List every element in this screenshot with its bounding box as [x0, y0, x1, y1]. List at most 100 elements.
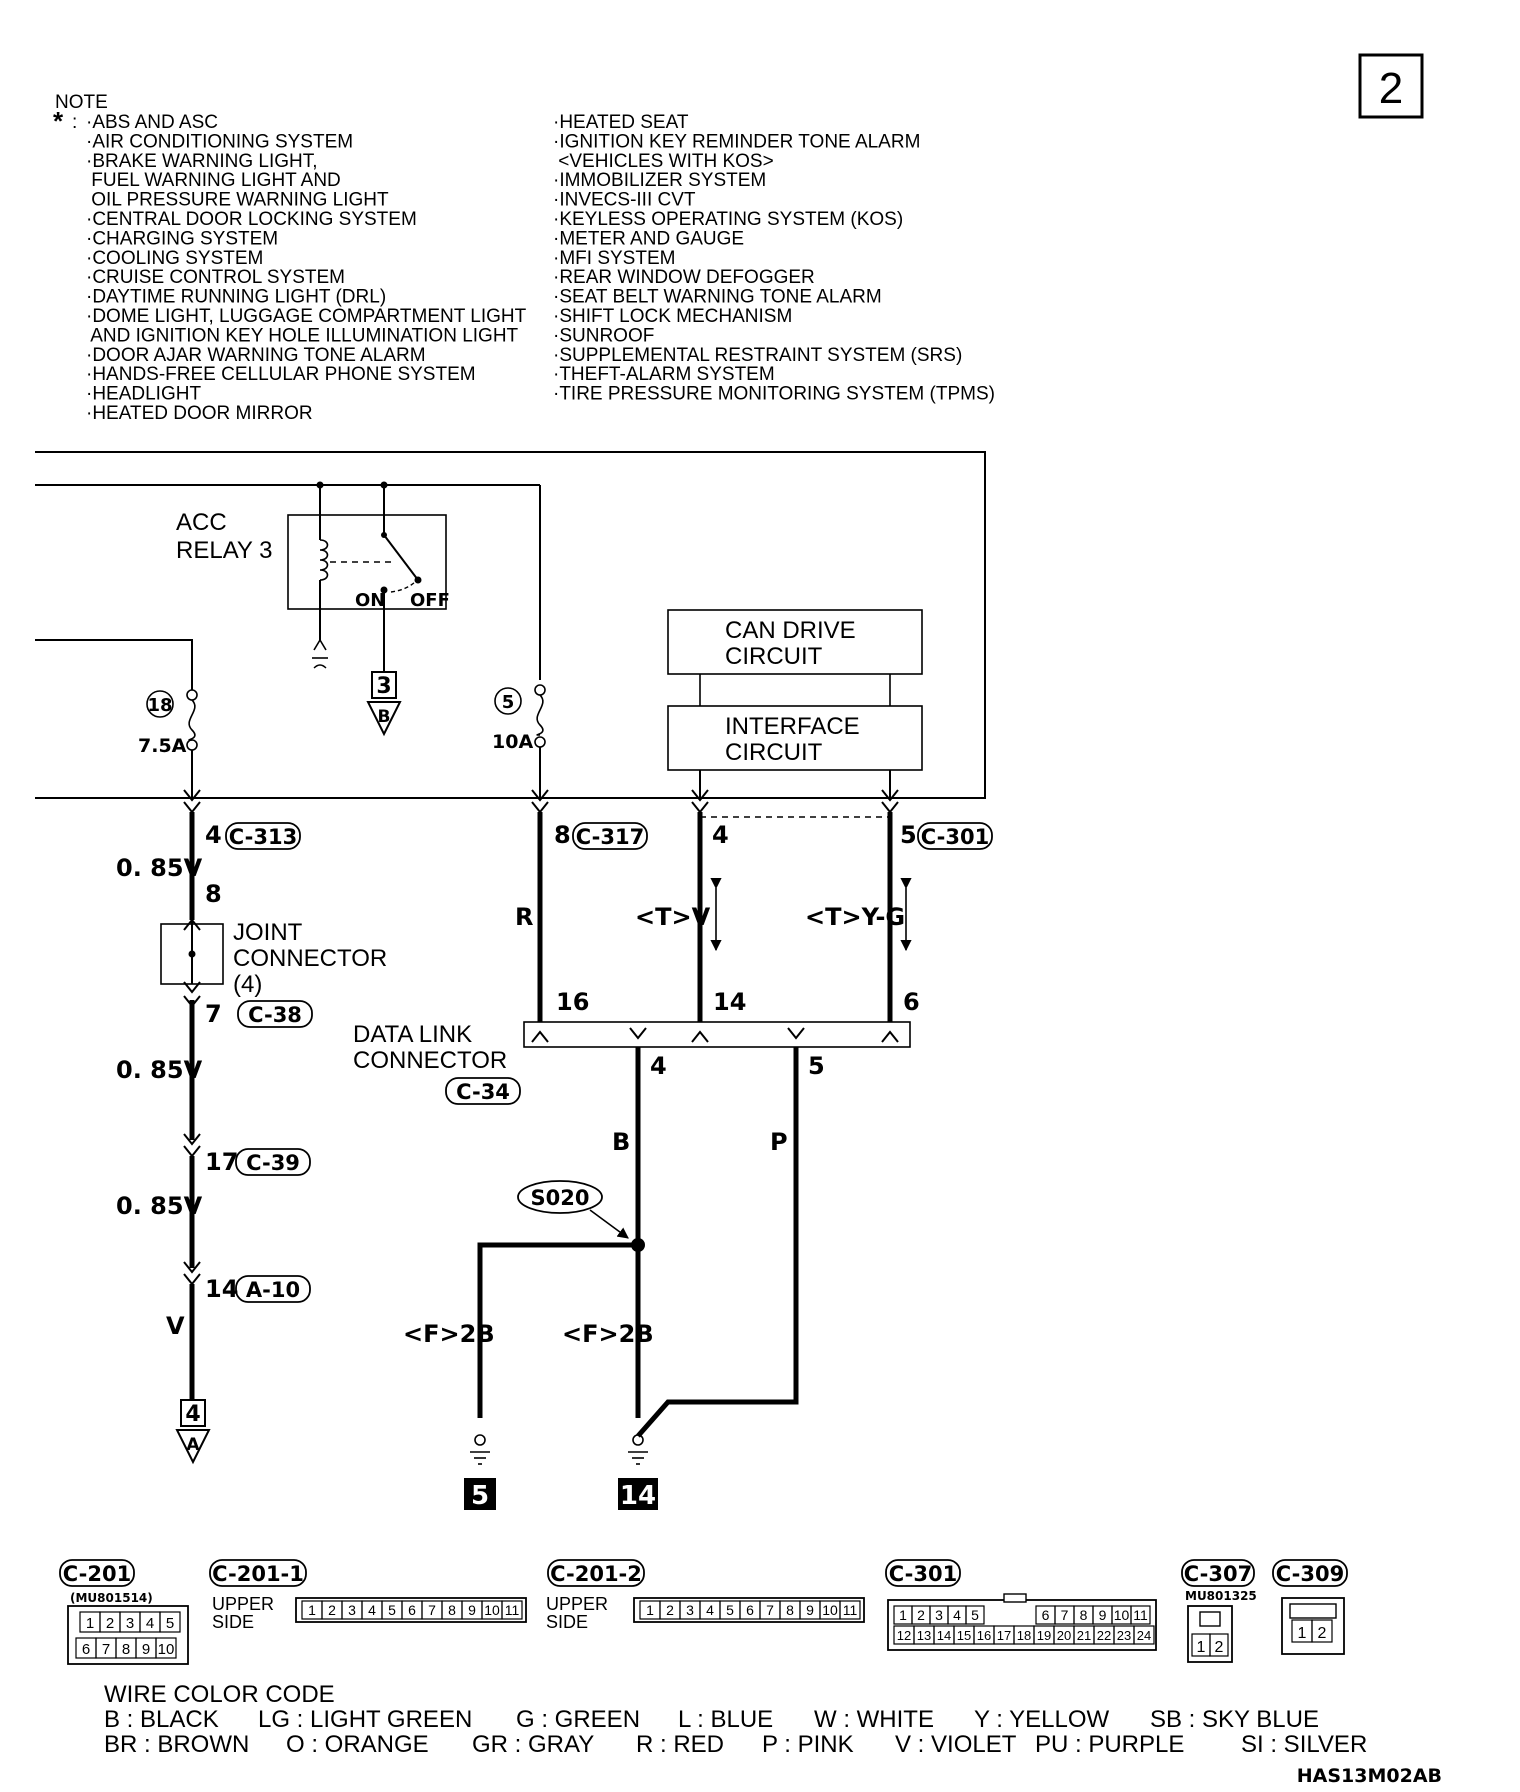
pin-number: 8	[1080, 1607, 1088, 1623]
note-item: ·CENTRAL DOOR LOCKING SYSTEM	[86, 209, 417, 230]
pin-number: 9	[142, 1641, 150, 1658]
pin-number: 5	[726, 1602, 734, 1618]
color-code-entry: Y : YELLOW	[974, 1706, 1110, 1733]
c201-1-side2: SIDE	[212, 1612, 254, 1632]
pin-number: 16	[977, 1628, 991, 1643]
pin-number: 13	[917, 1628, 931, 1643]
fuse-18: 18 7.5A	[138, 689, 198, 798]
pin-number: 24	[1137, 1628, 1151, 1643]
color-code-entry: G : GREEN	[516, 1706, 640, 1733]
pin-number: 1	[308, 1602, 316, 1618]
c301-pin4: 4	[712, 821, 729, 849]
interface-label-1: INTERFACE	[725, 713, 860, 740]
pin-number: 4	[706, 1602, 714, 1618]
note-item: ·BRAKE WARNING LIGHT,	[86, 151, 318, 172]
color-code-entry: LG : LIGHT GREEN	[258, 1706, 472, 1733]
dlc-label-2: CONNECTOR	[353, 1047, 507, 1074]
pin-number: 19	[1037, 1628, 1051, 1643]
relay-label-2: RELAY 3	[176, 537, 273, 564]
fuse-18-number: 18	[147, 695, 172, 716]
pin-number: 2	[328, 1602, 336, 1618]
note-item: AND IGNITION KEY HOLE ILLUMINATION LIGHT	[86, 325, 519, 346]
pin-number: 22	[1097, 1628, 1111, 1643]
page-number-box: 2	[1358, 53, 1424, 119]
fuse-18-rating: 7.5A	[138, 735, 187, 757]
note-item: ·DOOR AJAR WARNING TONE ALARM	[86, 345, 426, 366]
pin-number: 7	[102, 1641, 110, 1658]
note-item: ·ABS AND ASC	[86, 112, 218, 133]
relay-label-1: ACC	[176, 509, 227, 536]
pin-number: 1	[646, 1602, 654, 1618]
svg-text::: :	[72, 112, 77, 133]
pin-number: 17	[997, 1628, 1011, 1643]
wire-085v-2: 0. 85V	[116, 1056, 203, 1084]
pin-cell	[965, 1605, 985, 1625]
note-item: ·CHARGING SYSTEM	[86, 228, 278, 249]
note-item: ·COOLING SYSTEM	[86, 248, 263, 269]
note-item: ·INVECS-III CVT	[553, 190, 696, 211]
pin-number: 23	[1117, 1628, 1131, 1643]
pin-number: 15	[957, 1628, 971, 1643]
acc-relay-3: ACC RELAY 3 ON OFF 3 B	[176, 481, 450, 737]
dlc-pin6: 6	[903, 988, 920, 1016]
c307-label: C-307	[1184, 1562, 1252, 1586]
ref-a-letter: A	[186, 1435, 200, 1455]
can-drive-label-1: CAN DRIVE	[725, 617, 856, 644]
pin-number: 8	[448, 1602, 456, 1618]
pin-number: 9	[1099, 1607, 1107, 1623]
pin-number: 3	[126, 1615, 134, 1632]
color-code-entry: GR : GRAY	[472, 1731, 594, 1758]
note-title: NOTE	[55, 92, 108, 113]
pin-number: 7	[1061, 1607, 1069, 1623]
c39-label: C-39	[246, 1151, 300, 1175]
pin-number: 6	[1042, 1607, 1050, 1623]
pin-number: 8	[122, 1641, 130, 1658]
note-right-list: ·HEATED SEAT·IGNITION KEY REMINDER TONE …	[553, 112, 995, 405]
left-wire-column: 0. 85V 8 JOINT CONNECTOR (4) 7 C-38 0. 8…	[116, 812, 387, 1465]
relay-ref-letter: B	[378, 707, 391, 727]
ground-5: 5	[471, 1481, 489, 1511]
wire-tyg: <T>Y-G	[805, 903, 905, 931]
wire-tv: <T>V	[635, 903, 711, 931]
color-code-entry: P : PINK	[762, 1731, 854, 1758]
ground-14: 14	[620, 1481, 656, 1511]
harness-box	[35, 451, 986, 799]
ground-wires: B P S020 <F>2B <F>2B 5 14	[403, 1047, 799, 1511]
interface-circuit: INTERFACE CIRCUIT	[667, 705, 923, 798]
color-code-entry: SB : SKY BLUE	[1150, 1706, 1319, 1733]
pin-number: 1	[899, 1607, 907, 1623]
pin-cell	[159, 1611, 181, 1633]
c39-pin: 17	[205, 1148, 238, 1176]
c317-pin: 8	[554, 821, 571, 849]
note-item: ·HANDS-FREE CELLULAR PHONE SYSTEM	[86, 364, 476, 385]
pin-number: 9	[468, 1602, 476, 1618]
note-item: ·IGNITION KEY REMINDER TONE ALARM	[553, 131, 920, 152]
data-link-connector: DATA LINK CONNECTOR C-34 16 14 6 4 5	[353, 988, 920, 1105]
pin-number: 10	[158, 1641, 175, 1658]
note-item: ·SUPPLEMENTAL RESTRAINT SYSTEM (SRS)	[553, 345, 962, 366]
note-item: FUEL WARNING LIGHT AND	[86, 170, 341, 191]
fuse-5-number: 5	[502, 692, 515, 713]
color-code-entry: V : VIOLET	[895, 1731, 1017, 1758]
color-code-title: WIRE COLOR CODE	[104, 1681, 335, 1708]
connector-labels-top: 4 C-313 8 C-317 4 5 C-301	[205, 821, 993, 850]
pin-cell	[155, 1637, 177, 1659]
pin-number: 2	[106, 1615, 114, 1632]
note-item: ·CRUISE CONTROL SYSTEM	[86, 267, 345, 288]
pin-number: 7	[428, 1602, 436, 1618]
pin-number: 12	[897, 1628, 911, 1643]
dlc-label-1: DATA LINK	[353, 1021, 472, 1048]
c201-2-label: C-201-2	[550, 1562, 642, 1586]
color-code-entry: O : ORANGE	[286, 1731, 429, 1758]
pin-number: 1	[86, 1615, 94, 1632]
color-code-entry: BR : BROWN	[104, 1731, 249, 1758]
pin-number: 4	[953, 1607, 961, 1623]
c313-label: C-313	[229, 825, 297, 849]
pin-cell	[839, 1600, 861, 1620]
pin-number: 11	[505, 1602, 520, 1618]
dlc-pin5: 5	[808, 1052, 825, 1080]
pin-number: 1	[1197, 1639, 1206, 1656]
dlc-pin4: 4	[650, 1052, 667, 1080]
joint-label-2: CONNECTOR	[233, 945, 387, 972]
pin-number: 21	[1077, 1628, 1091, 1643]
